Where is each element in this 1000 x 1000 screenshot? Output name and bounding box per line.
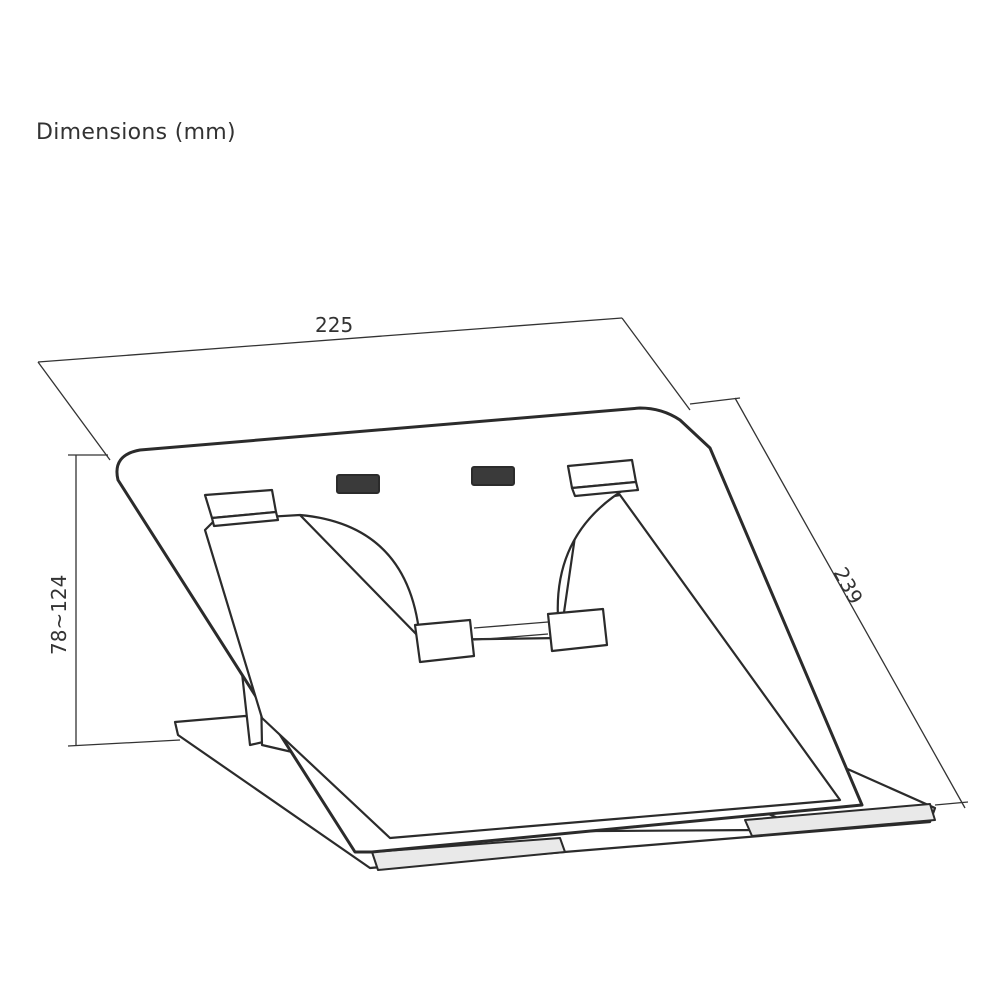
top-frame: [115, 406, 864, 854]
top-pads: [336, 466, 515, 494]
width-label: 225: [315, 313, 353, 337]
height-label: 78~124: [47, 575, 71, 655]
hinge-blocks: [203, 458, 640, 664]
dimension-lines: [37, 317, 969, 809]
diagram-title: Dimensions (mm): [36, 120, 236, 145]
depth-label: 239: [829, 563, 868, 608]
